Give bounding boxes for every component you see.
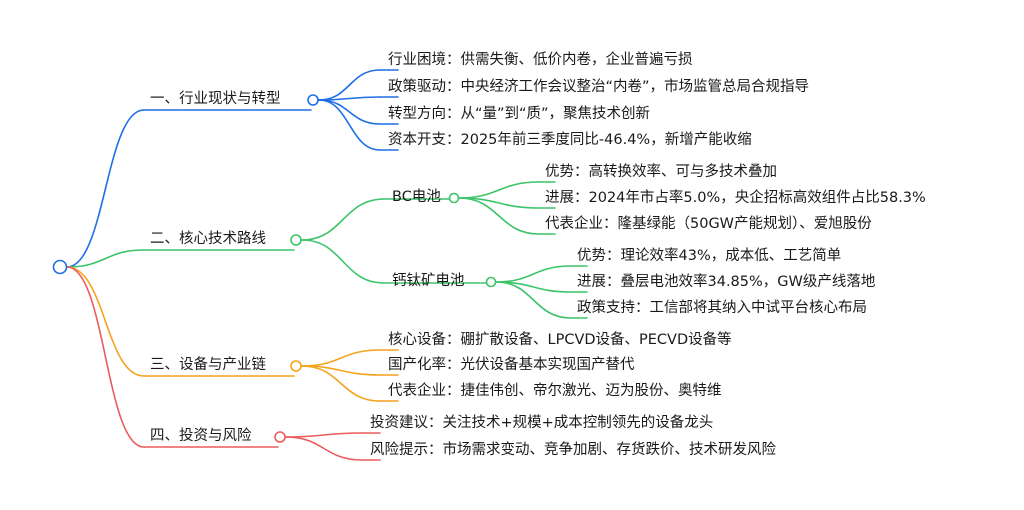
edge-branch1-leaf-3 bbox=[318, 99, 381, 125]
edge-sub2-leaf-3 bbox=[495, 281, 572, 319]
sub-label-2: 钙钛矿电池 bbox=[392, 272, 465, 289]
leaf-label-b3-3: 代表企业：捷佳伟创、帝尔激光、迈为股份、奥特维 bbox=[388, 381, 722, 399]
edge-root-branch-4 bbox=[66, 266, 145, 448]
branch-label-3: 三、设备与产业链 bbox=[150, 356, 266, 373]
leaf-label-sub2-3: 政策支持：工信部将其纳入中试平台核心布局 bbox=[577, 299, 867, 316]
branch-node-2[interactable] bbox=[290, 234, 302, 246]
branch-label-1: 一、行业现状与转型 bbox=[150, 90, 281, 107]
leaf-label-b1-1: 行业困境：供需失衡、低价内卷，企业普遍亏损 bbox=[388, 50, 693, 68]
edge-branch3-leaf-3 bbox=[301, 365, 381, 402]
sub-label-1: BC电池 bbox=[392, 188, 441, 205]
leaf-label-b4-1: 投资建议：关注技术+规模+成本控制领先的设备龙头 bbox=[370, 414, 713, 431]
node-layer: 一、行业现状与转型 行业困境：供需失衡、低价内卷，企业普遍亏损政策驱动：中央经济工… bbox=[52, 50, 926, 458]
branch-node-3[interactable] bbox=[290, 360, 302, 372]
leaf-label-sub1-1: 优势：高转换效率、可与多技术叠加 bbox=[545, 163, 777, 180]
sub-node-1[interactable] bbox=[448, 192, 460, 204]
leaf-label-sub2-2: 进展：叠层电池效率34.85%，GW级产线落地 bbox=[577, 273, 875, 290]
edge-root-branch-3 bbox=[66, 266, 145, 377]
edge-layer bbox=[66, 69, 588, 461]
leaf-label-b1-3: 转型方向：从“量”到“质”，聚焦技术创新 bbox=[388, 105, 650, 122]
edge-sub2-leaf-1 bbox=[495, 265, 572, 283]
branch-label-2: 二、核心技术路线 bbox=[150, 230, 266, 247]
edge-sub1-leaf-1 bbox=[458, 181, 540, 199]
leaf-label-b3-1: 核心设备：硼扩散设备、LPCVD设备、PECVD设备等 bbox=[388, 330, 732, 348]
edge-root-branch-2 bbox=[66, 249, 145, 268]
edge-sub1-leaf-3 bbox=[458, 197, 540, 235]
branch-node-1[interactable] bbox=[307, 94, 319, 106]
branch-label-4: 四、投资与风险 bbox=[150, 427, 252, 444]
leaf-label-b1-2: 政策驱动：中央经济工作会议整治“内卷”，市场监管总局合规指导 bbox=[388, 78, 809, 95]
leaf-label-b1-4: 资本开支：2025年前三季度同比-46.4%，新增产能收缩 bbox=[388, 131, 752, 148]
branch-node-4[interactable] bbox=[274, 431, 286, 443]
root-node[interactable] bbox=[52, 259, 68, 275]
leaf-label-b3-2: 国产化率：光伏设备基本实现国产替代 bbox=[388, 356, 635, 373]
edge-branch1-leaf-4 bbox=[318, 99, 381, 151]
edge-branch2-sub-2 bbox=[301, 239, 385, 284]
sub-node-2[interactable] bbox=[485, 276, 497, 288]
edge-branch2-sub-1 bbox=[301, 198, 385, 241]
leaf-label-sub1-2: 进展：2024年市占率5.0%，央企招标高效组件占比58.3% bbox=[545, 188, 926, 206]
edge-root-branch-1 bbox=[66, 109, 145, 268]
edge-branch1-leaf-1 bbox=[318, 69, 381, 101]
edge-branch3-leaf-1 bbox=[301, 349, 381, 367]
leaf-label-sub2-1: 优势：理论效率43%，成本低、工艺简单 bbox=[577, 247, 841, 264]
edge-branch4-leaf-2 bbox=[285, 436, 363, 461]
edge-branch4-leaf-1 bbox=[285, 432, 363, 438]
leaf-label-sub1-3: 代表企业：隆基绿能（50GW产能规划）、爱旭股份 bbox=[545, 214, 872, 232]
leaf-label-b4-2: 风险提示：市场需求变动、竞争加剧、存货跌价、技术研发风险 bbox=[370, 440, 776, 458]
